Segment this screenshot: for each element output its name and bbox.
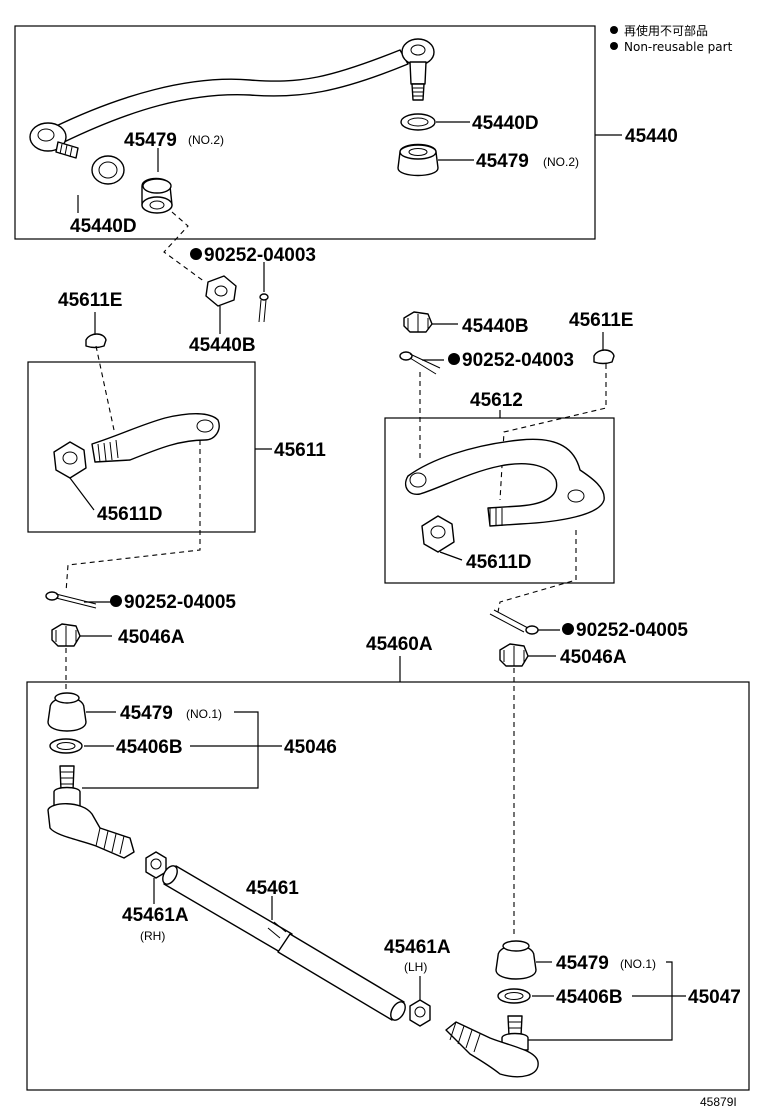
label-45479-lower-right: 45479 bbox=[556, 953, 609, 974]
legend: 再使用不可部品 Non-reusable part bbox=[610, 23, 733, 54]
knuckle-arm-45611-box bbox=[27, 361, 256, 533]
knuckle-arm-45611-illustration bbox=[91, 413, 220, 463]
label-90252-04003-top: 90252-04003 bbox=[204, 245, 316, 266]
label-45046A-right: 45046A bbox=[560, 647, 627, 668]
label-45611E-left: 45611E bbox=[58, 290, 122, 311]
dust-seal-45440D-left bbox=[91, 155, 125, 185]
tie-rod-assembly-box bbox=[26, 681, 750, 1091]
label-45611: 45611 bbox=[274, 440, 326, 461]
label-45460A: 45460A bbox=[366, 634, 433, 655]
label-45611D-left: 45611D bbox=[97, 504, 163, 525]
boot-45479-lower-left bbox=[47, 692, 87, 732]
clamp-45461A-rh bbox=[145, 851, 167, 879]
boot-45479-left bbox=[141, 177, 173, 214]
cotter-pin-90252-04005-left bbox=[45, 591, 97, 609]
label-45461A-lh-note: (LH) bbox=[404, 960, 427, 974]
legend-jp: 再使用不可部品 bbox=[624, 23, 708, 38]
clamp-45461A-lh bbox=[409, 999, 431, 1027]
boot-45479-lower-right bbox=[495, 940, 537, 980]
figure-id: 45879I bbox=[700, 1095, 737, 1109]
label-45046: 45046 bbox=[284, 737, 337, 758]
label-45440B-left: 45440B bbox=[189, 335, 256, 356]
cotter-pin-90252-04003-top bbox=[258, 293, 269, 323]
leader bbox=[69, 477, 95, 511]
label-45461: 45461 bbox=[246, 878, 299, 899]
leader bbox=[82, 711, 259, 789]
non-reusable-dot-icon bbox=[448, 353, 460, 365]
drag-link-illustration bbox=[29, 38, 435, 159]
label-45479-lower-left-note: (NO.1) bbox=[186, 707, 222, 721]
key-45611E-right bbox=[593, 349, 615, 365]
castle-nut-45046A-left bbox=[51, 623, 81, 647]
label-45611E-right: 45611E bbox=[569, 310, 633, 331]
label-45611D-right: 45611D bbox=[466, 552, 532, 573]
tie-rod-end-45047-illustration bbox=[445, 1015, 539, 1078]
boot-45479-right bbox=[397, 143, 439, 177]
castle-nut-45046A-right bbox=[499, 643, 529, 667]
dust-seal-45440D-right bbox=[400, 113, 436, 131]
label-45440D-right: 45440D bbox=[472, 113, 539, 134]
nut-45611D-left bbox=[53, 441, 87, 479]
label-45479-upper-right-note: (NO.2) bbox=[543, 155, 579, 169]
cotter-pin-90252-04003-right bbox=[399, 351, 441, 375]
knuckle-arm-45612-box bbox=[384, 417, 615, 584]
non-reusable-dot-icon bbox=[562, 623, 574, 635]
label-45440D-left: 45440D bbox=[70, 216, 137, 237]
label-45046A-left: 45046A bbox=[118, 627, 185, 648]
label-90252-04003-right: 90252-04003 bbox=[462, 350, 574, 371]
label-45047: 45047 bbox=[688, 987, 741, 1008]
seal-45406B-left bbox=[49, 738, 83, 754]
nut-45611D-right bbox=[421, 515, 455, 553]
label-45479-upper-left: 45479 bbox=[124, 130, 177, 151]
key-45611E-left bbox=[85, 333, 107, 349]
tie-rod-tube-45461-illustration bbox=[162, 865, 406, 1021]
label-45406B-left: 45406B bbox=[116, 737, 183, 758]
label-45406B-right: 45406B bbox=[556, 987, 623, 1008]
leader bbox=[439, 551, 463, 561]
label-45461A-rh-note: (RH) bbox=[140, 929, 165, 943]
knuckle-arm-45612-illustration bbox=[404, 438, 605, 527]
dashed-assembly-line bbox=[95, 345, 115, 431]
label-90252-04005-left: 90252-04005 bbox=[124, 592, 236, 613]
non-reusable-dot-icon bbox=[610, 26, 618, 34]
non-reusable-dot-icon bbox=[190, 248, 202, 260]
cotter-pin-90252-04005-right bbox=[489, 609, 539, 635]
label-45461A-rh: 45461A bbox=[122, 905, 189, 926]
non-reusable-dot-icon bbox=[610, 42, 618, 50]
label-45612: 45612 bbox=[470, 390, 523, 411]
seal-45406B-right bbox=[497, 988, 531, 1004]
label-45479-upper-left-note: (NO.2) bbox=[188, 133, 224, 147]
label-45479-lower-right-note: (NO.1) bbox=[620, 957, 656, 971]
drag-link-assembly-box bbox=[14, 25, 596, 240]
label-45440: 45440 bbox=[625, 126, 678, 147]
dashed-assembly-line bbox=[65, 440, 201, 593]
non-reusable-dot-icon bbox=[110, 595, 122, 607]
nut-45440B-left bbox=[205, 275, 237, 307]
castle-nut-45440B-right bbox=[403, 311, 433, 333]
label-45479-upper-right: 45479 bbox=[476, 151, 529, 172]
label-90252-04005-right: 90252-04005 bbox=[576, 620, 688, 641]
dashed-assembly-line bbox=[163, 211, 206, 283]
label-45461A-lh: 45461A bbox=[384, 937, 451, 958]
legend-en: Non-reusable part bbox=[624, 40, 733, 54]
leader bbox=[528, 961, 673, 1041]
label-45479-lower-left: 45479 bbox=[120, 703, 173, 724]
tie-rod-end-45046-illustration bbox=[47, 765, 135, 859]
label-45440B-right: 45440B bbox=[462, 316, 529, 337]
